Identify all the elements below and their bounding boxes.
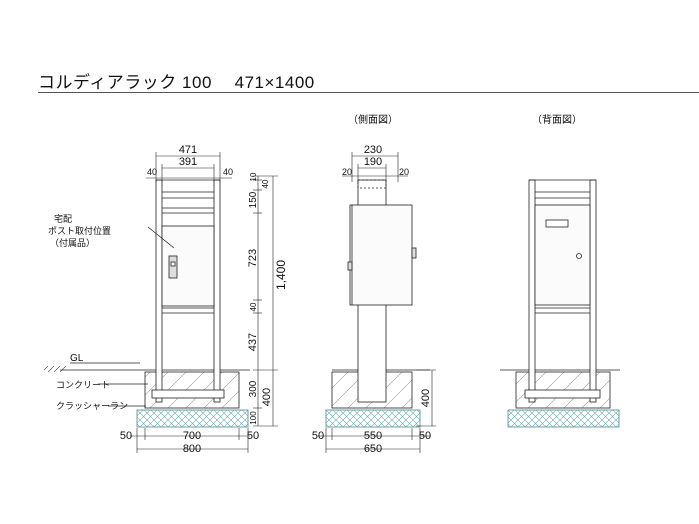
back-knob [576,253,582,259]
front-view [44,179,250,428]
dim-400-front: 400 [261,388,273,406]
side-dims [318,152,436,453]
dim-40-right: 40 [223,167,233,177]
crusher-run [136,409,249,428]
post-right [213,179,221,403]
mount-label-3: （付属品） [50,238,95,248]
side-dim-50-left: 50 [312,430,324,442]
mount-leader [147,226,175,249]
dim-700: 700 [183,430,201,442]
side-mailbox [349,204,413,306]
side-dim-230: 230 [364,144,382,156]
dim-100: 100 [249,411,258,425]
drawing-title: コルディアラック 100 471×1400 [38,73,315,92]
dim-40-left: 40 [147,167,157,177]
side-dim-650: 650 [364,443,382,455]
dim-391: 391 [179,156,197,168]
side-dim-50-right: 50 [419,430,431,442]
concrete-label: コンクリート [56,380,110,390]
back-post-right [589,179,597,403]
mount-label-2: ポスト取付位置 [48,225,111,236]
front-bottom-dims [130,428,250,453]
back-view [500,179,620,428]
front-top-dims [146,152,232,182]
post-left [155,179,163,403]
foot-bar [151,389,225,399]
dim-40-b: 40 [249,302,258,311]
dim-50-right: 50 [247,430,259,442]
ground-hatch [44,366,66,372]
back-view-label: （背面図） [532,115,582,126]
dim-800: 800 [183,443,201,455]
back-slot [545,219,569,228]
side-crusher-run [325,409,421,428]
title-rule [38,92,699,93]
dim-40-a: 40 [261,179,270,188]
dim-300: 300 [248,380,259,397]
side-dim-550: 550 [364,430,382,442]
back-crusher-run [507,409,620,428]
dim-471: 471 [179,144,197,156]
back-foot-bar [524,389,601,399]
dim-1400: 1,400 [274,260,288,290]
side-view-label: （側面図） [348,115,398,126]
gl-label: GL [70,353,84,364]
mount-label-1: 宅配 [54,213,72,224]
side-dim-400: 400 [420,389,432,407]
side-dim-20-left: 20 [342,167,352,177]
front-right-dims [253,175,278,427]
dim-437: 437 [247,333,259,351]
mailbox-lock [168,255,178,279]
dim-50-left: 50 [120,430,132,442]
side-dim-20-right: 20 [399,167,409,177]
side-dim-190: 190 [364,156,382,168]
dim-723: 723 [247,249,259,267]
side-view [325,179,430,428]
back-post-left [528,179,536,403]
dim-10: 10 [249,172,258,181]
dim-150: 150 [248,191,259,208]
crusher-label: クラッシャーラン [56,401,128,411]
